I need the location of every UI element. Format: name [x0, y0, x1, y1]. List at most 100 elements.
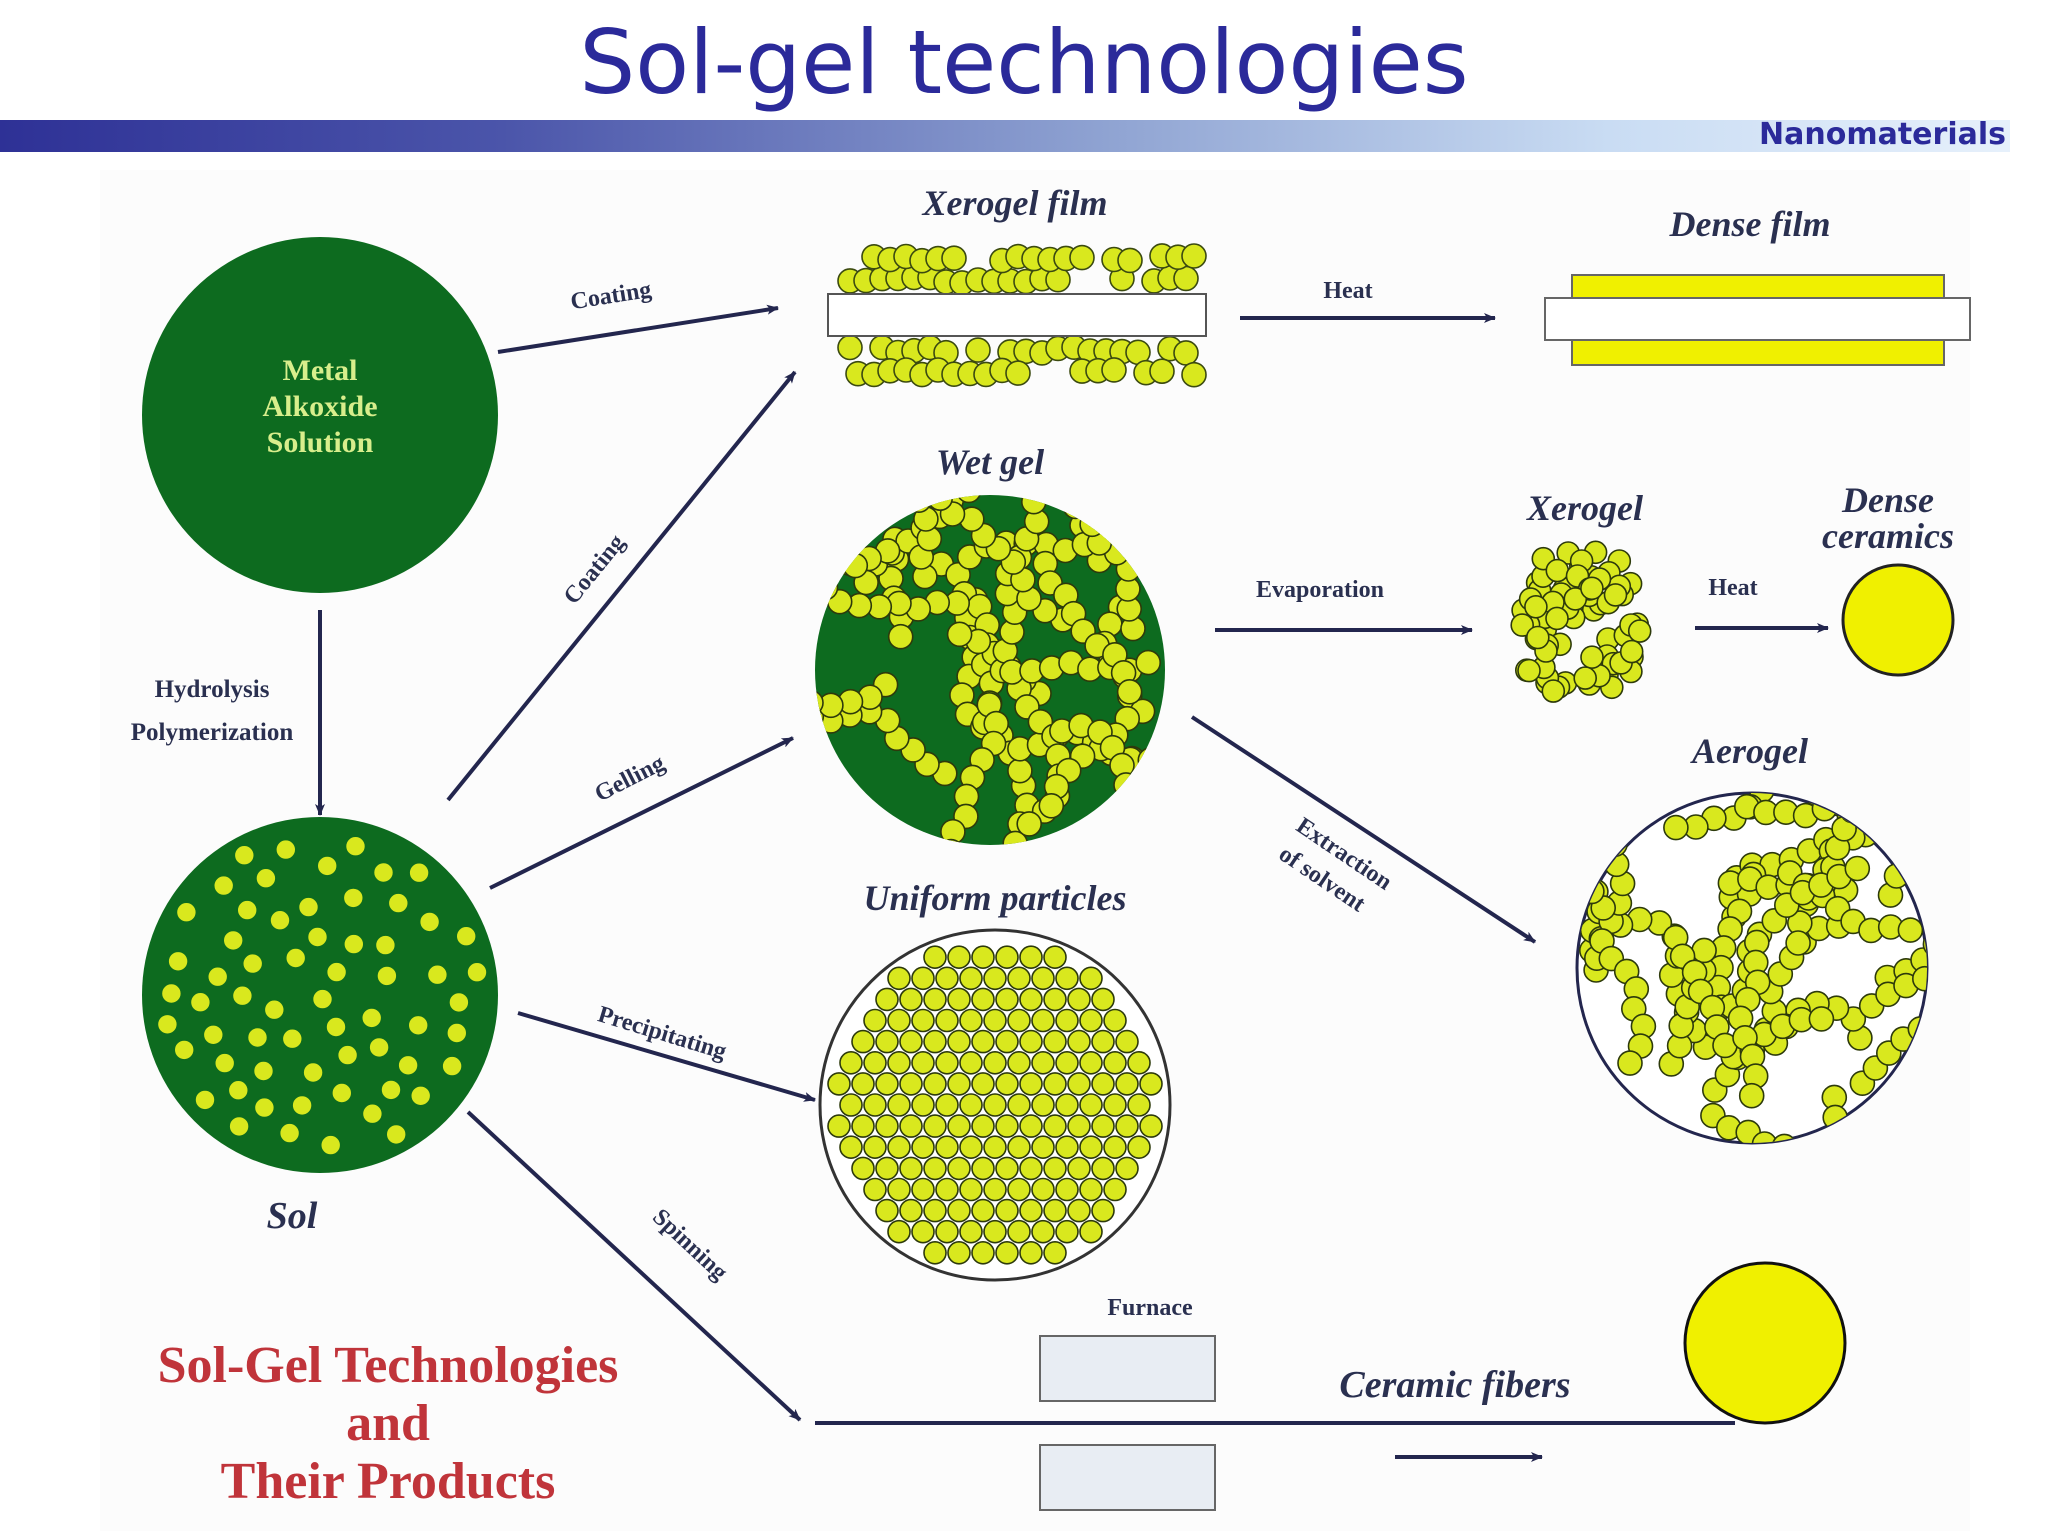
aerogel-particle	[1808, 1006, 1835, 1032]
film-particle	[837, 334, 863, 361]
uniform-particle	[1043, 1114, 1067, 1138]
uniform-particle	[827, 1072, 851, 1096]
uniform-particle	[1007, 1008, 1031, 1033]
uniform-particle	[911, 1093, 935, 1117]
uniform-particle	[947, 945, 971, 970]
uniform-particle	[947, 1072, 971, 1096]
uniform-particle	[1019, 1156, 1043, 1181]
aerogel-particle	[1971, 823, 1995, 847]
fiber-spool	[1683, 1261, 1847, 1425]
uniform-particle	[911, 1051, 935, 1075]
sol-particle	[202, 1024, 225, 1046]
uniform-particle	[935, 1051, 959, 1075]
xerogel-particle	[1524, 594, 1548, 619]
wet-gel-particle	[1116, 678, 1143, 705]
xerogel-particle	[1603, 583, 1628, 607]
uniform-particle	[1091, 1114, 1115, 1138]
uniform-particle	[995, 945, 1019, 970]
sol-particle	[274, 838, 297, 861]
uniform-particle	[851, 1156, 875, 1181]
sol-particle	[291, 1094, 313, 1117]
uniform-particle	[971, 987, 995, 1012]
uniform-particle	[1007, 1093, 1031, 1117]
band-label: Nanomaterials	[1759, 117, 2006, 152]
uniform-particle	[1127, 1093, 1151, 1117]
film-particle	[1117, 247, 1143, 274]
sol-particle	[302, 1061, 324, 1084]
sol-particle	[316, 855, 339, 877]
uniform-particle	[875, 1029, 899, 1054]
film-particle	[1149, 358, 1175, 385]
sol-particle	[297, 896, 320, 918]
uniform-particle	[983, 1177, 1007, 1202]
uniform-particle	[1007, 1177, 1031, 1202]
xerogel-particle	[1517, 658, 1541, 683]
uniform-particle	[1043, 1156, 1067, 1181]
uniform-particle	[971, 1198, 995, 1223]
uniform-particle	[1115, 1029, 1139, 1054]
uniform-particle	[959, 1219, 983, 1244]
uniform-particle	[1115, 1114, 1139, 1138]
uniform-particle	[911, 1177, 935, 1202]
uniform-particle	[1055, 1051, 1079, 1075]
uniform-particle	[1115, 1072, 1139, 1096]
uniform-particle	[959, 1051, 983, 1075]
uniform-particle	[995, 1241, 1019, 1265]
aerogel-particle	[1973, 793, 1997, 817]
uniform-particle	[1031, 1135, 1055, 1159]
film-particle	[1173, 340, 1199, 366]
sol-particle	[156, 1013, 179, 1036]
sol-particle	[222, 929, 244, 952]
uniform-particle	[1019, 1198, 1043, 1223]
coating-arrow-top	[497, 304, 779, 354]
sol-particle	[246, 1026, 269, 1049]
evaporation-label: Evaporation	[1256, 577, 1384, 603]
sol-particle	[372, 861, 395, 884]
sol-particle	[426, 963, 449, 986]
sol-particle	[194, 1089, 216, 1111]
film-particle	[1181, 361, 1207, 388]
sol-particle	[342, 933, 365, 955]
sol-particle	[319, 1134, 342, 1156]
uniform-particle	[947, 1198, 971, 1223]
uniform-particle	[935, 966, 959, 991]
uniform-particle	[959, 1177, 983, 1202]
uniform-particle	[1007, 1051, 1031, 1075]
sol-particle	[241, 952, 264, 975]
uniform-particle	[1043, 1029, 1067, 1054]
xerogel-film: Xerogel film	[827, 183, 1207, 388]
uniform-particle	[1091, 1072, 1115, 1096]
uniform-particle	[887, 1093, 911, 1117]
sol-particle	[236, 899, 258, 921]
aerogel-network	[1577, 793, 1997, 1143]
uniform-particle	[1103, 1051, 1127, 1075]
polymerization-label: Polymerization	[131, 719, 294, 746]
sol-particle	[231, 984, 254, 1007]
uniform-particle	[1079, 1051, 1103, 1075]
uniform-particle	[887, 1008, 911, 1033]
wet-gel-particle	[1007, 757, 1033, 784]
sol-particle	[408, 861, 430, 884]
uniform-particle	[995, 1029, 1019, 1054]
uniform-particle	[971, 1241, 995, 1265]
aerogel: Aerogel	[1575, 731, 1997, 1145]
sol-particle	[325, 961, 348, 983]
uniform-particle	[923, 1072, 947, 1096]
uniform-particle	[983, 1008, 1007, 1033]
sol-label: Sol	[267, 1195, 318, 1237]
film-particle	[1005, 360, 1031, 386]
uniform-particle	[899, 1156, 923, 1181]
sol-particle	[212, 874, 235, 897]
sol-particle	[278, 1122, 301, 1144]
uniform-particle	[971, 945, 995, 970]
uniform-particle	[947, 1029, 971, 1054]
caption-line1: Sol-Gel Technologies	[158, 1337, 619, 1394]
uniform-particle	[899, 1029, 923, 1054]
sol-particle	[281, 1027, 304, 1050]
sol-particle	[380, 1079, 402, 1101]
uniform-particle	[1019, 1072, 1043, 1096]
uniform-particle	[1031, 1093, 1055, 1117]
xerogel-particle	[1573, 666, 1597, 690]
uniform-particle	[863, 1051, 887, 1075]
uniform-particle	[887, 1135, 911, 1159]
